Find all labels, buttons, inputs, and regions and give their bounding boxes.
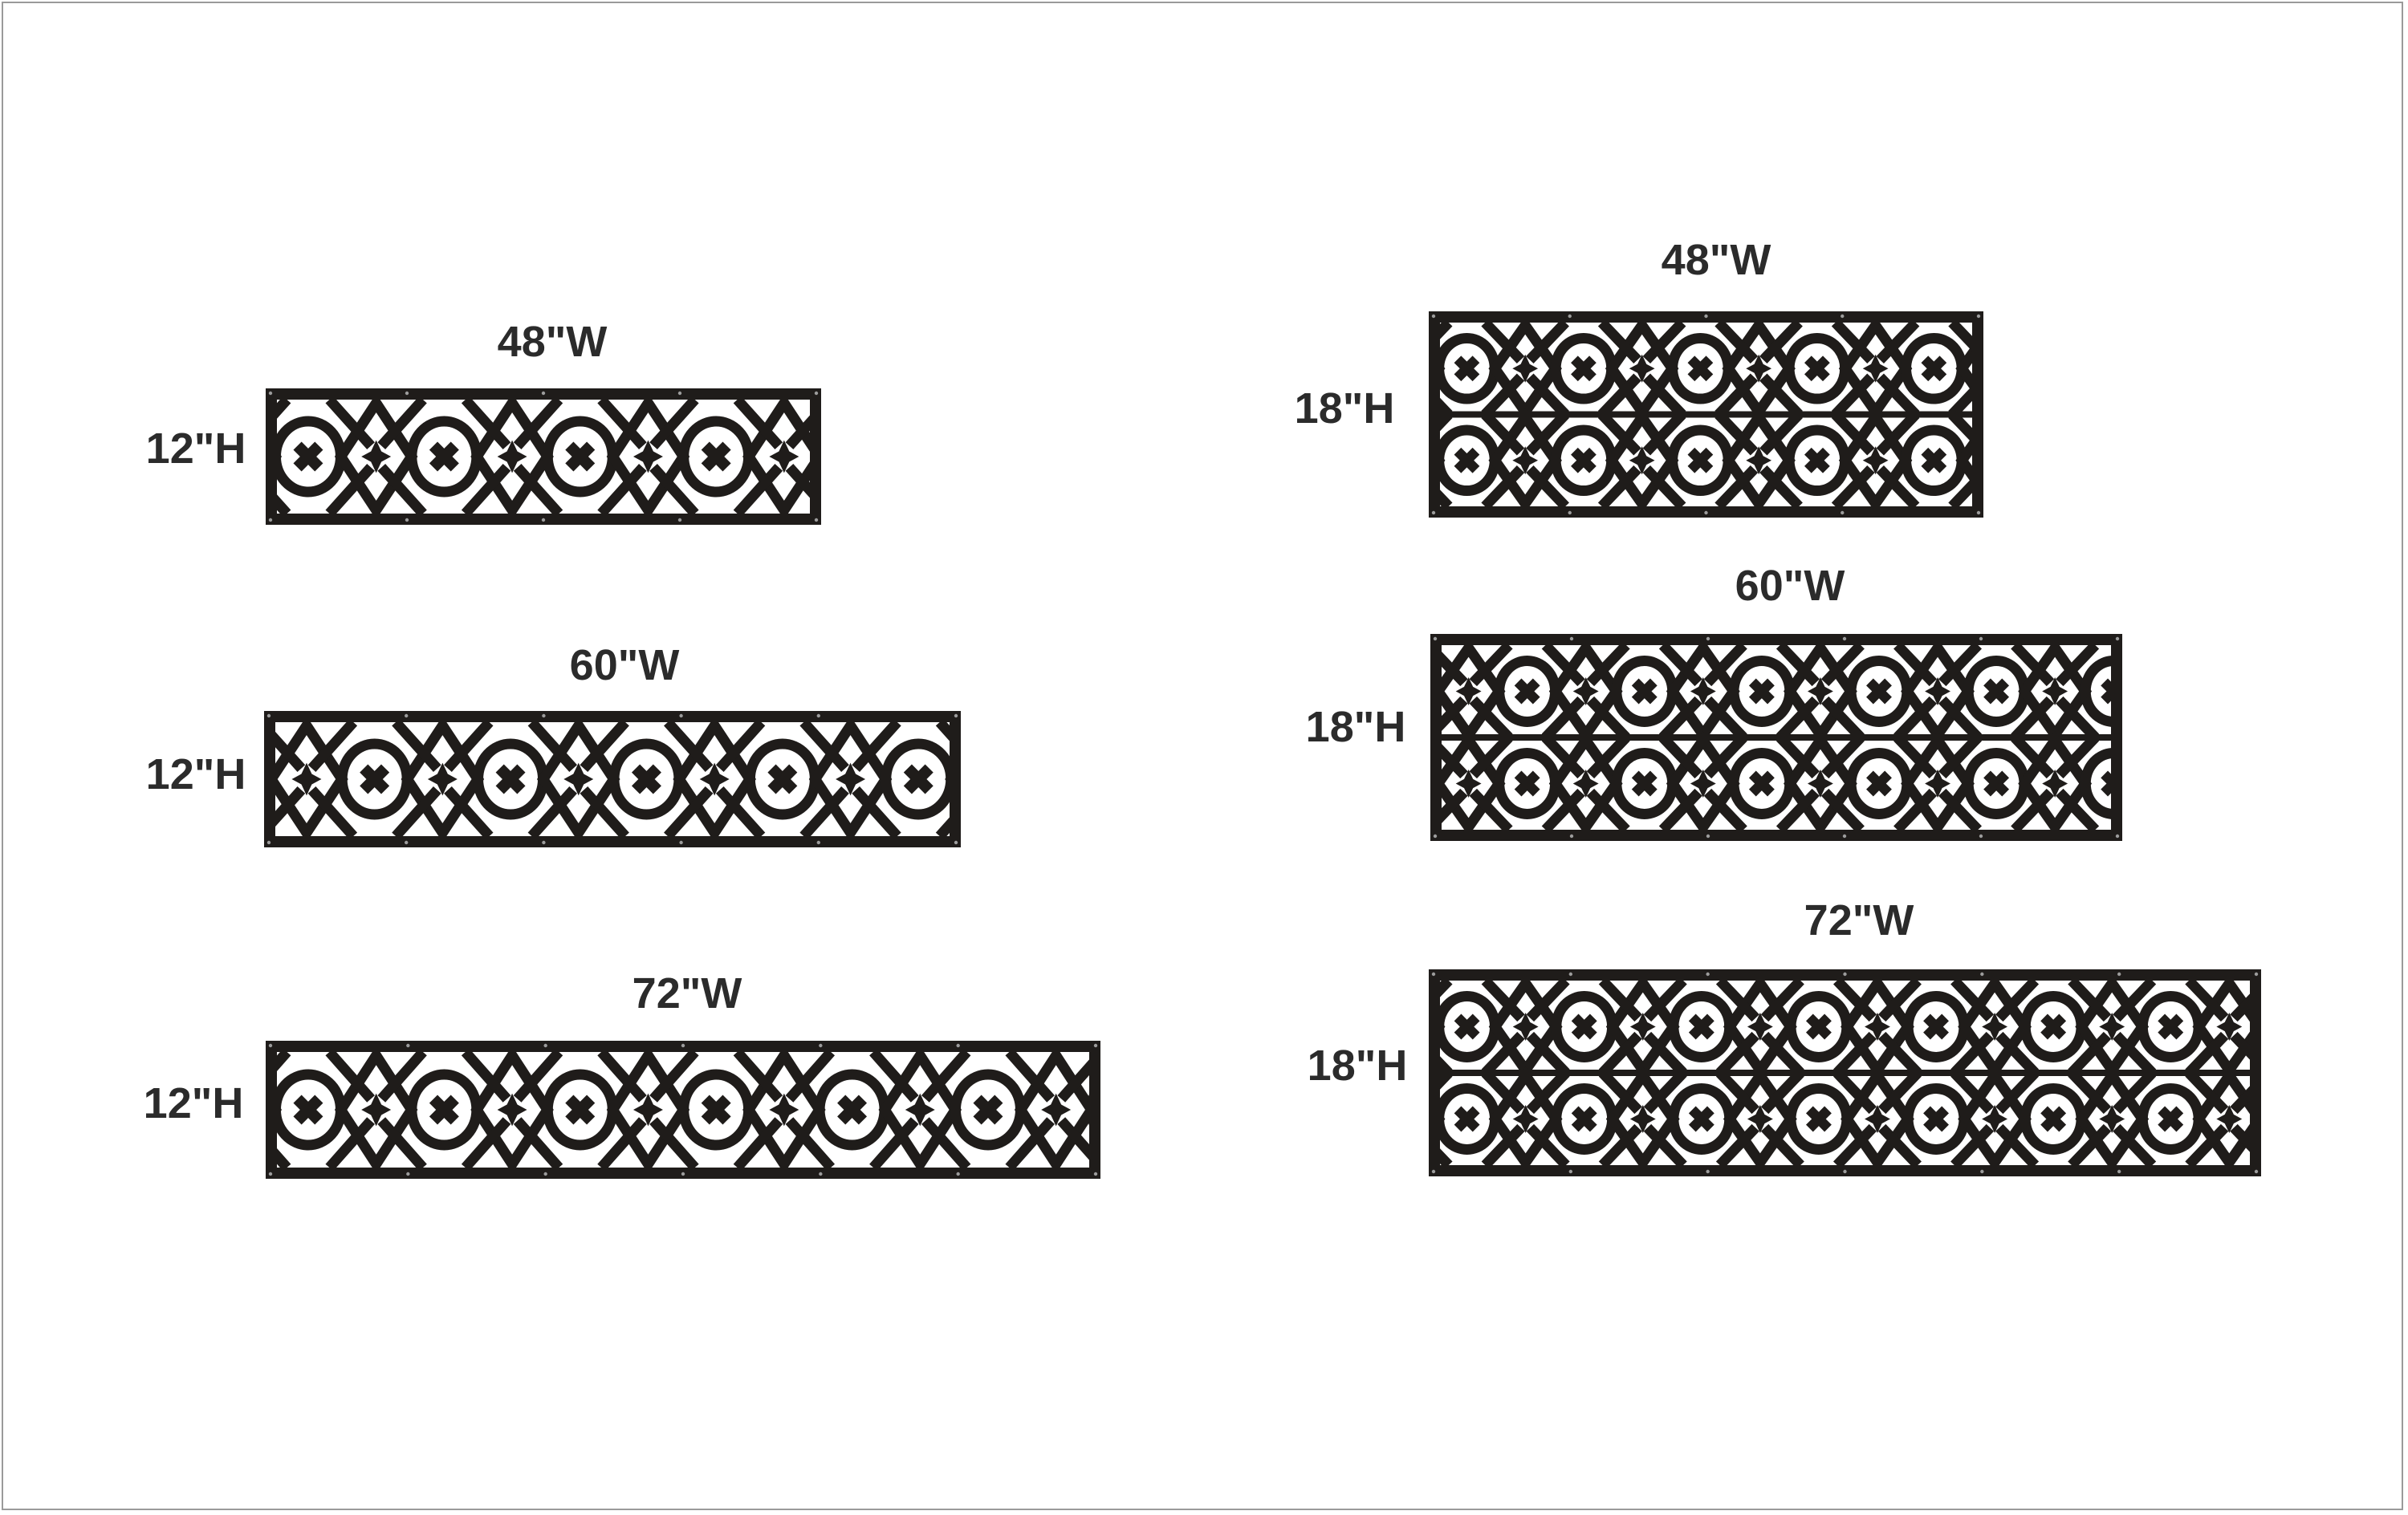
width-label-12x48: 48"W (498, 318, 608, 366)
width-label-18x60: 60"W (1735, 562, 1845, 610)
panel-group-12x48: 48"W 12"H (146, 318, 821, 525)
height-label-12x72: 12"H (144, 1079, 244, 1127)
width-label-12x60: 60"W (570, 641, 680, 689)
width-label-18x72: 72"W (1804, 896, 1914, 944)
panel-group-18x72: 72"W 18"H (1308, 896, 2261, 1176)
lattice-panel-18x48 (1429, 311, 1983, 518)
height-label-18x72: 18"H (1308, 1042, 1408, 1090)
width-label-18x48: 48"W (1662, 236, 1771, 284)
panel-group-12x72: 72"W 12"H (144, 969, 1100, 1179)
lattice-panel-12x48 (266, 388, 821, 525)
lattice-panel-12x60 (264, 711, 961, 847)
panel-group-12x60: 60"W 12"H (146, 641, 961, 847)
lattice-panel-18x72 (1429, 969, 2261, 1176)
panel-group-18x60: 60"W 18"H (1306, 562, 2122, 841)
height-label-12x48: 12"H (146, 424, 246, 473)
lattice-panel-12x72 (266, 1041, 1100, 1179)
panel-group-18x48: 48"W 18"H (1295, 236, 1983, 518)
width-label-12x72: 72"W (633, 969, 742, 1017)
height-label-12x60: 12"H (146, 750, 246, 798)
lattice-panel-18x60 (1430, 634, 2122, 841)
height-label-18x60: 18"H (1306, 703, 1406, 751)
height-label-18x48: 18"H (1295, 384, 1395, 433)
